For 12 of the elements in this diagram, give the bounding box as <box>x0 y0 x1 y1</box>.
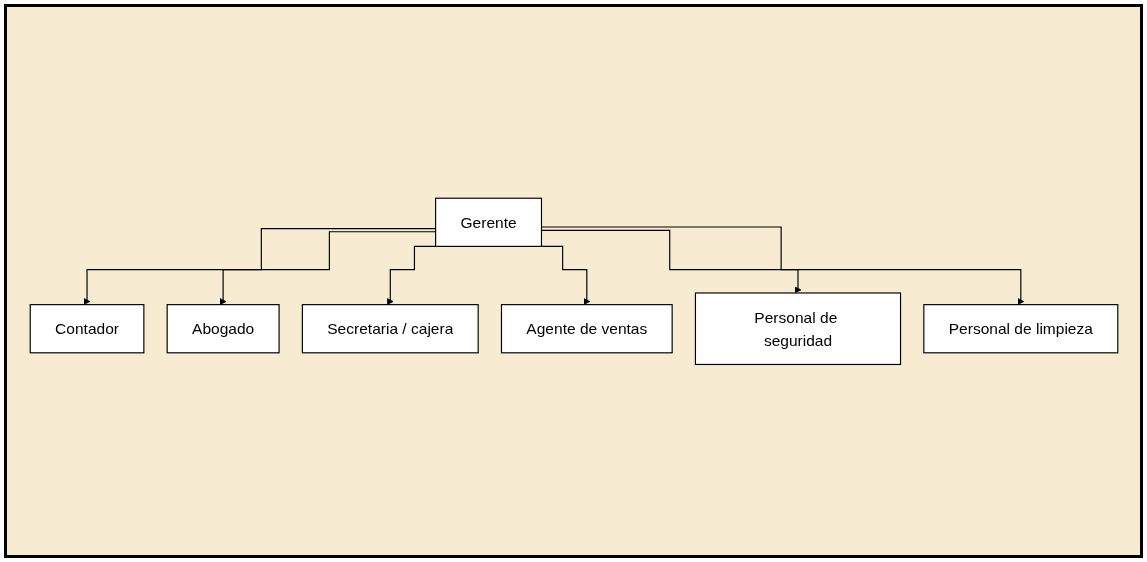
node-box <box>500 303 673 354</box>
node-box <box>434 197 542 247</box>
arrow <box>83 227 436 305</box>
node-box <box>922 303 1118 354</box>
node-box <box>166 303 280 354</box>
diagram-background: Gerente Contador Abogado Secretaria / cajera Agente de ventas Personal de seguridad Personal de limpieza <box>4 4 1143 558</box>
node-box <box>694 292 901 365</box>
node-box <box>29 303 144 354</box>
node-box <box>301 303 479 354</box>
arrow <box>540 229 801 293</box>
arrow <box>219 230 436 305</box>
arrow <box>540 226 1024 305</box>
